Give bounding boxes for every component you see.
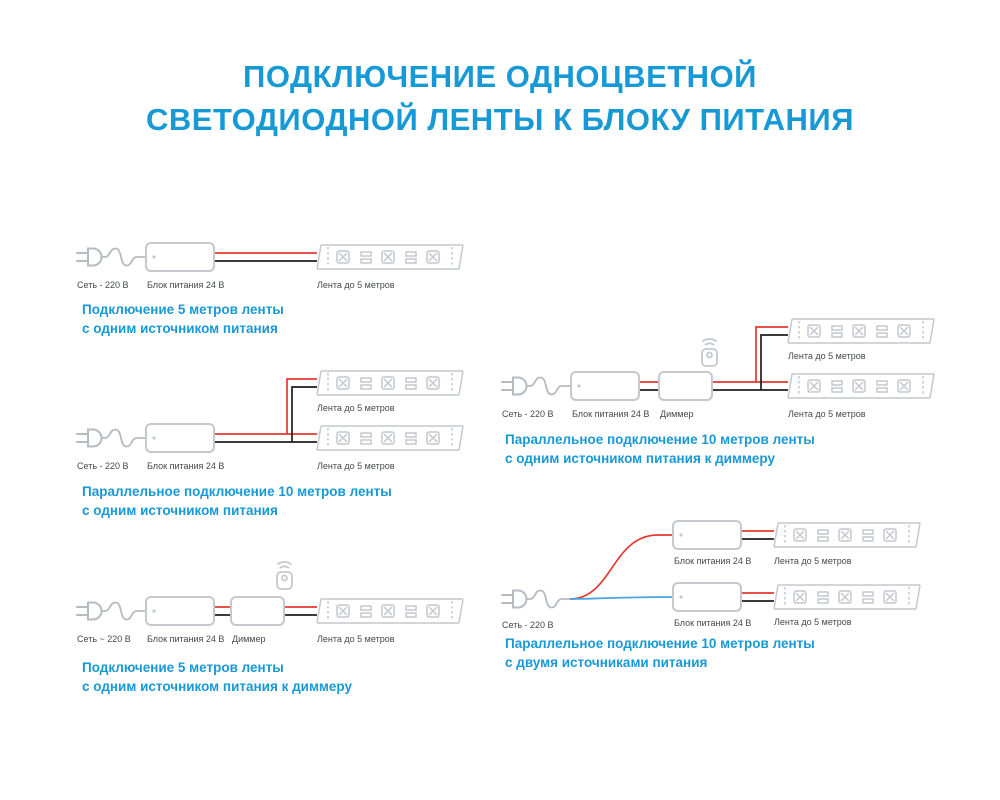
caption-parallel-10m-single-source: Параллельное подключение 10 метров ленты… [82,482,392,520]
strip-bottom-label: Лента до 5 метров [788,409,866,419]
mains-label: Сеть ~ 220 В [77,634,131,644]
diagram-single-5m: Сеть - 220 В Блок питания 24 В Лента до … [76,242,464,290]
wire-red [215,378,317,435]
dimmer-label: Диммер [660,409,694,419]
dimmer-label: Диммер [232,634,266,644]
plug-icon [76,247,146,267]
strip-label: Лента до 5 метров [317,280,395,290]
psu-box-top [672,520,742,550]
psu-label: Блок питания 24 В [147,634,224,644]
dimmer-box [658,371,713,401]
strip-top-label: Лента до 5 метров [774,556,852,566]
led-strip [316,598,464,624]
diagram-dimmer-5m: Сеть ~ 220 В Блок питания 24 В Диммер Ле… [76,561,464,644]
caption-line2: с двумя источниками питания [505,655,708,670]
caption-line1: Параллельное подключение 10 метров ленты [505,636,815,651]
caption-dimmer-5m: Подключение 5 метров ленты с одним источ… [82,658,352,696]
psu-box [145,596,215,626]
plug-icon [501,376,571,396]
caption-line2: с одним источником питания [82,503,278,518]
mains-label: Сеть - 220 В [502,620,554,630]
led-strip-bottom [773,584,921,610]
led-strip-top [787,318,935,344]
strip-bottom-label: Лента до 5 метров [317,461,395,471]
remote-icon [276,561,293,590]
caption-single-5m: Подключение 5 метров ленты с одним источ… [82,300,284,338]
diagram-parallel-10m-single-source: Сеть - 220 В Блок питания 24 В Лента до … [76,370,464,471]
plug-icon [76,601,146,621]
psu-box [145,423,215,453]
plug-icon [501,589,571,609]
caption-line2: с одним источником питания к диммеру [505,451,775,466]
wire-red-to-top-psu [569,534,674,600]
strip-bottom-label: Лента до 5 метров [774,617,852,627]
mains-label: Сеть - 220 В [77,461,129,471]
led-strip-top [773,522,921,548]
strip-top-label: Лента до 5 метров [317,403,395,413]
caption-line2: с одним источником питания к диммеру [82,679,352,694]
page-title-line1: ПОДКЛЮЧЕНИЕ ОДНОЦВЕТНОЙ [243,59,757,94]
mains-label: Сеть - 220 В [77,280,129,290]
wire-black [713,334,788,391]
psu-label: Блок питания 24 В [572,409,649,419]
psu-label: Блок питания 24 В [147,461,224,471]
led-strip-bottom [316,425,464,451]
wire-red [713,326,788,383]
led-strip-top [316,370,464,396]
psu-top-label: Блок питания 24 В [674,556,751,566]
psu-label: Блок питания 24 В [147,280,224,290]
caption-line1: Подключение 5 метров ленты [82,302,284,317]
psu-bottom-label: Блок питания 24 В [674,618,751,628]
page-title-line2: СВЕТОДИОДНОЙ ЛЕНТЫ К БЛОКУ ПИТАНИЯ [146,102,854,137]
psu-box [570,371,640,401]
plug-icon [76,428,146,448]
caption-parallel-10m-two-sources: Параллельное подключение 10 метров ленты… [505,634,815,672]
led-strip [316,244,464,270]
caption-line1: Параллельное подключение 10 метров ленты [82,484,392,499]
caption-parallel-10m-dimmer: Параллельное подключение 10 метров ленты… [505,430,815,468]
diagram-parallel-10m-two-sources: Блок питания 24 В Лента до 5 метров Сеть… [501,520,921,630]
mains-label: Сеть - 220 В [502,409,554,419]
strip-top-label: Лента до 5 метров [788,351,866,361]
diagram-parallel-10m-dimmer: Сеть - 220 В Блок питания 24 В Диммер Ле… [501,318,935,419]
wire-black [215,386,317,443]
wire-blue-to-bottom-psu [569,596,675,600]
page-title: ПОДКЛЮЧЕНИЕ ОДНОЦВЕТНОЙ СВЕТОДИОДНОЙ ЛЕН… [0,55,1000,141]
caption-line1: Параллельное подключение 10 метров ленты [505,432,815,447]
remote-icon [701,338,718,367]
dimmer-box [230,596,285,626]
psu-box [145,242,215,272]
caption-line1: Подключение 5 метров ленты [82,660,284,675]
strip-label: Лента до 5 метров [317,634,395,644]
caption-line2: с одним источником питания [82,321,278,336]
led-strip-bottom [787,373,935,399]
psu-box-bottom [672,582,742,612]
